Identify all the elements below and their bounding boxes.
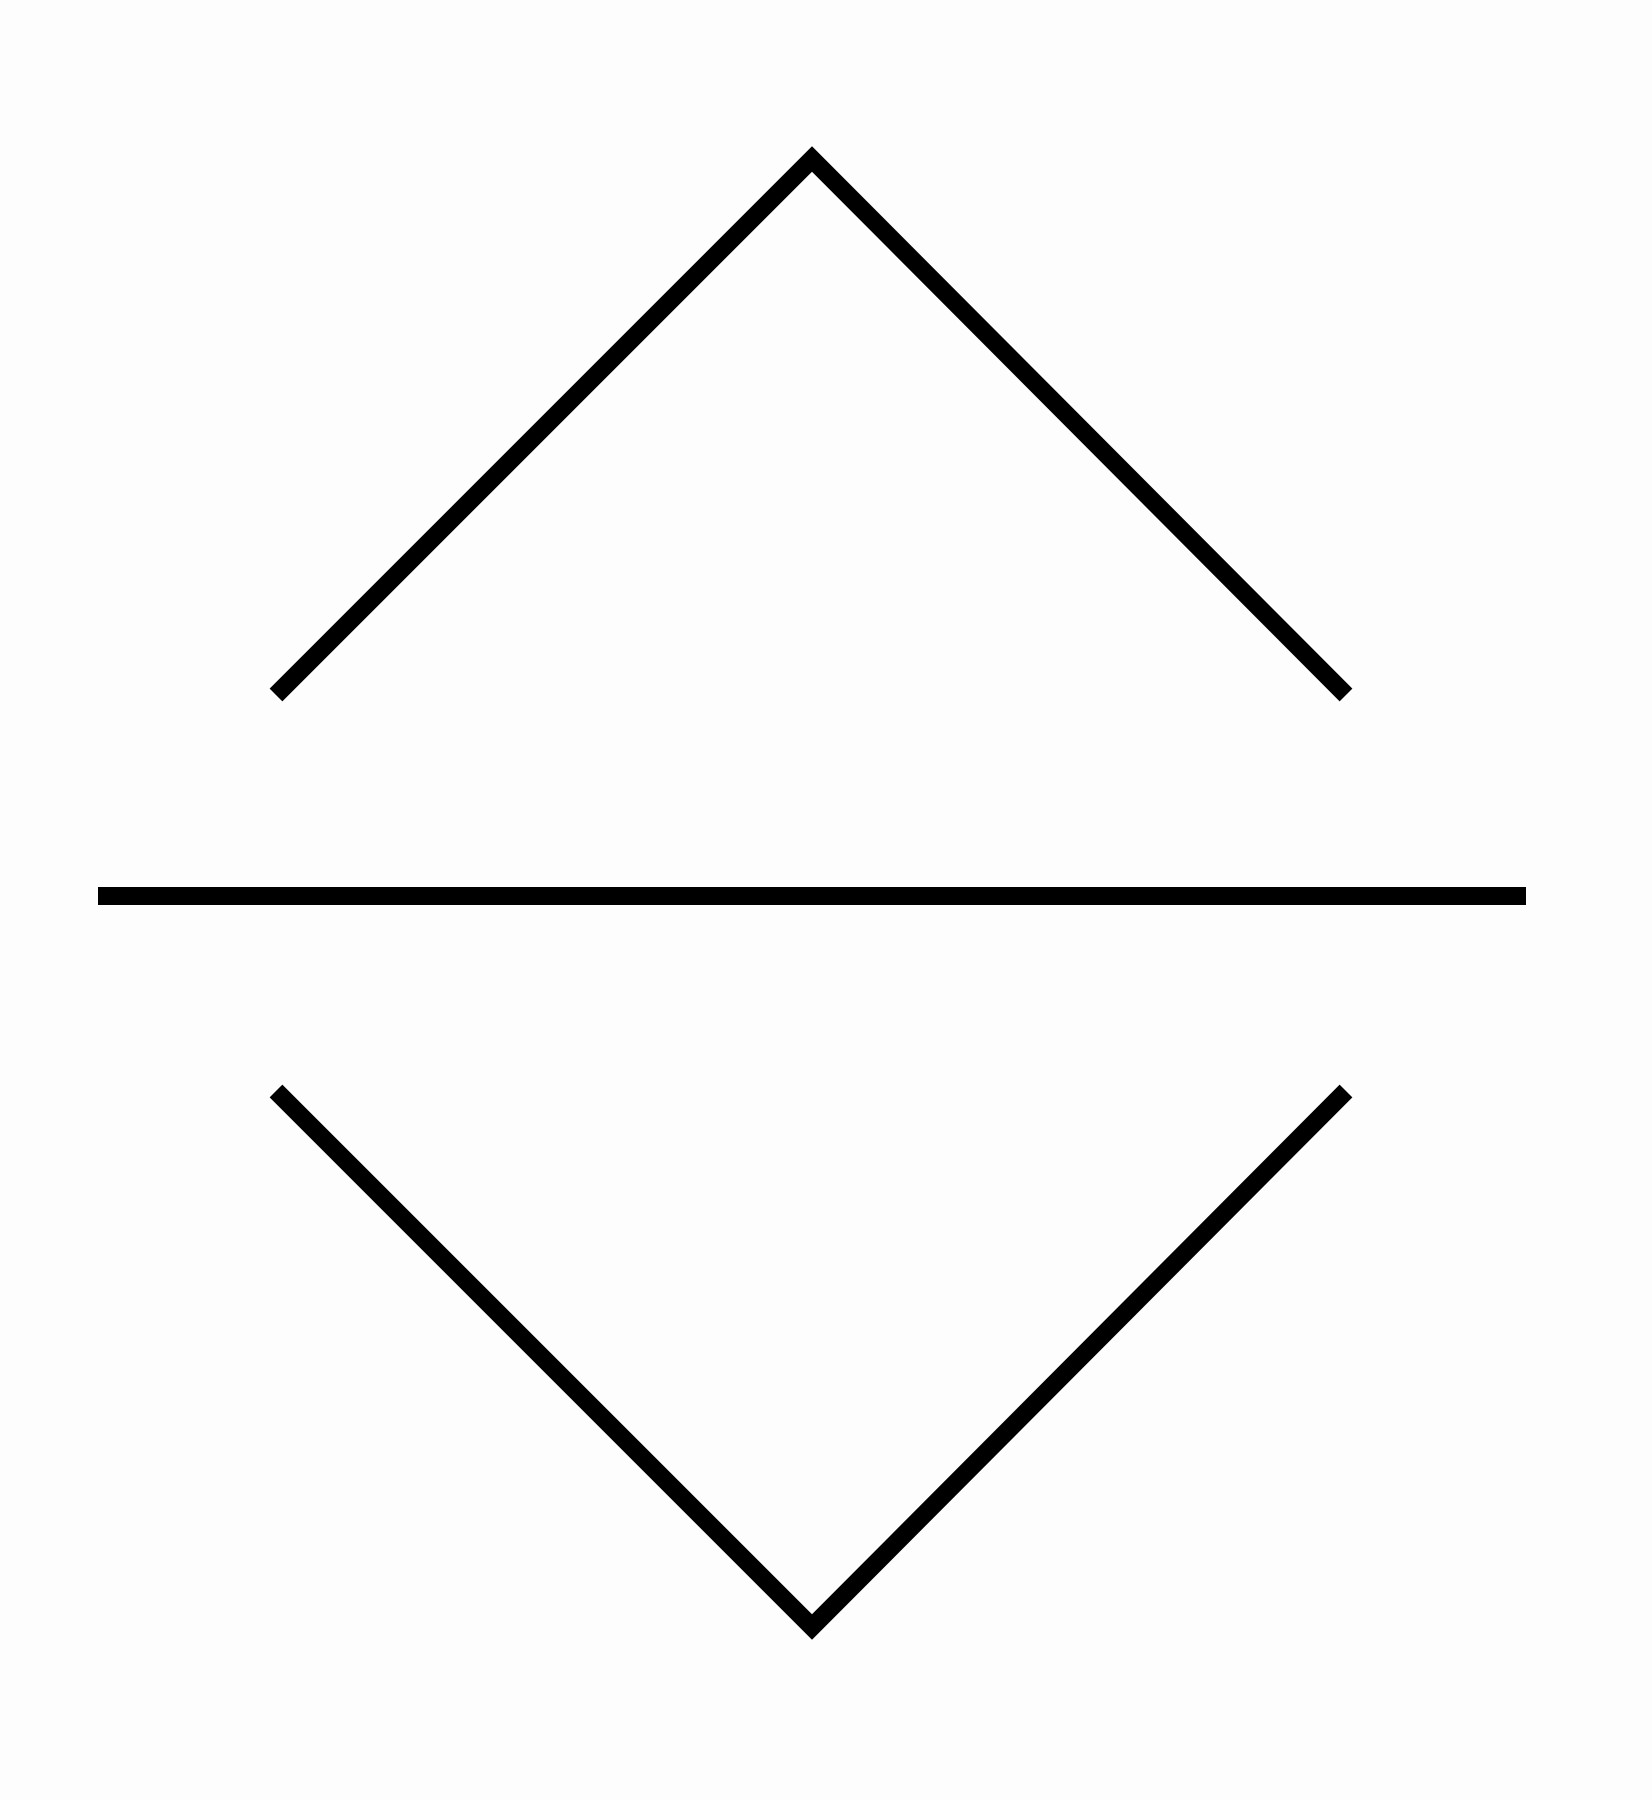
chevron-up-icon [269, 146, 1353, 702]
chevron-down-icon [269, 1084, 1353, 1640]
